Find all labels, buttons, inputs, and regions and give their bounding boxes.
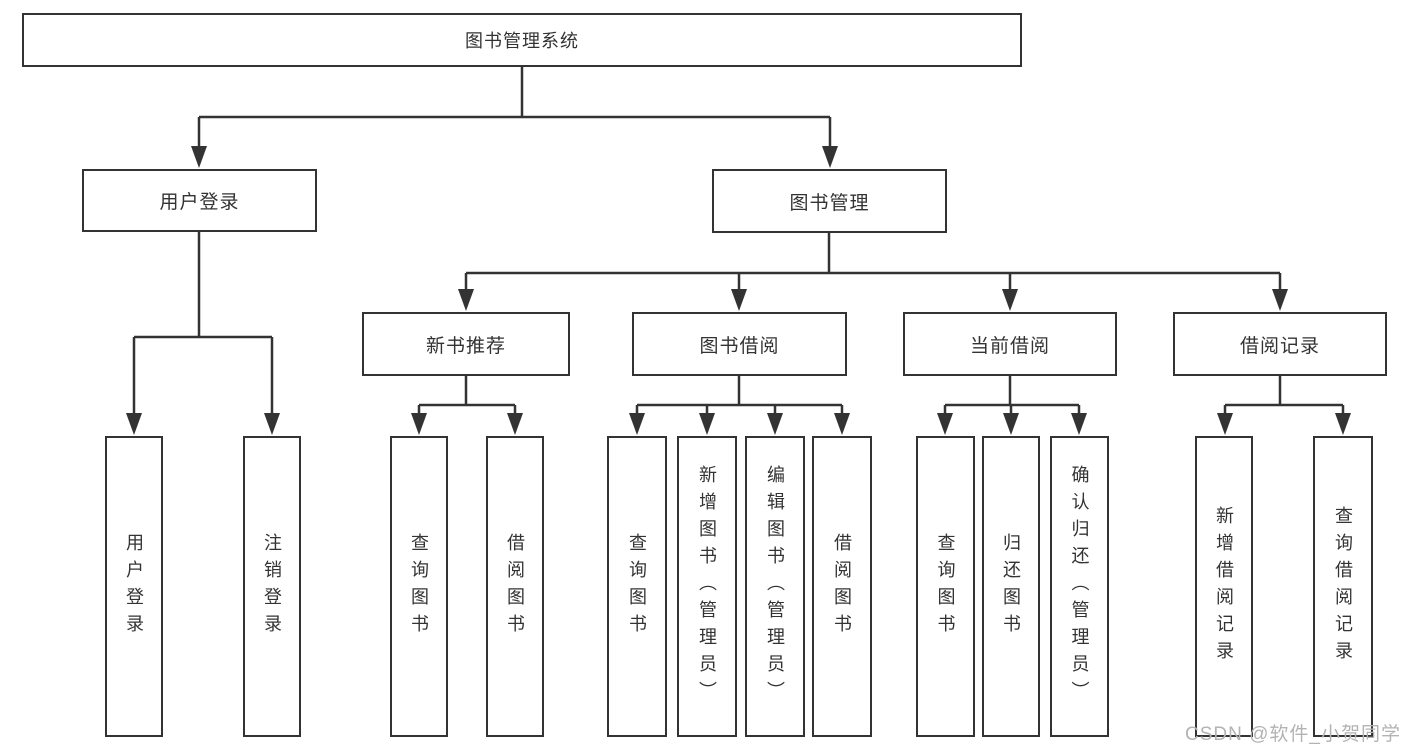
- node-library-management-system: 图书管理系统: [22, 13, 1022, 67]
- leaf-query-books-recommend: 查询图书: [390, 436, 448, 737]
- leaf-query-books-borrow: 查询图书: [607, 436, 667, 737]
- node-borrow-records: 借阅记录: [1173, 312, 1387, 376]
- leaf-logout: 注销登录: [243, 436, 301, 737]
- node-book-borrow: 图书借阅: [632, 312, 847, 376]
- leaf-add-books-admin: 新增图书（管理员）: [677, 436, 737, 737]
- node-book-management: 图书管理: [712, 169, 947, 233]
- node-user-login: 用户登录: [82, 169, 317, 232]
- leaf-edit-books-admin: 编辑图书（管理员）: [745, 436, 805, 737]
- leaf-confirm-return-admin: 确认归还（管理员）: [1050, 436, 1109, 737]
- leaf-add-borrow-record: 新增借阅记录: [1195, 436, 1253, 737]
- leaf-query-books-current: 查询图书: [916, 436, 975, 737]
- leaf-user-login: 用户登录: [105, 436, 163, 737]
- csdn-watermark: CSDN @软件_小贺同学: [1185, 724, 1401, 745]
- arrowheads: [126, 146, 1351, 435]
- leaf-borrow-books-recommend: 借阅图书: [486, 436, 544, 737]
- leaf-borrow-books: 借阅图书: [812, 436, 872, 737]
- node-new-book-recommend: 新书推荐: [362, 312, 570, 376]
- leaf-return-books: 归还图书: [982, 436, 1040, 737]
- leaf-query-borrow-record: 查询借阅记录: [1313, 436, 1373, 737]
- node-current-borrow: 当前借阅: [903, 312, 1117, 376]
